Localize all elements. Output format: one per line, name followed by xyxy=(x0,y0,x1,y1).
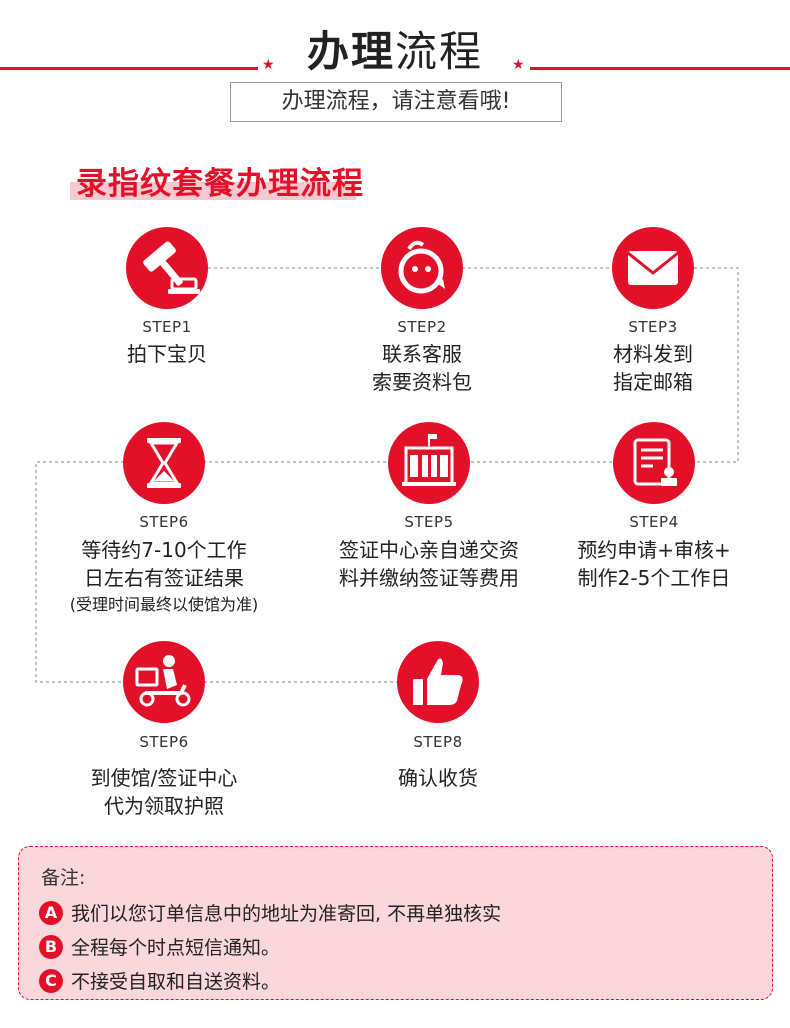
note-badge: A xyxy=(39,900,63,925)
step-text-line: 签证中心亲自递交资 xyxy=(339,538,519,562)
step-description: 拍下宝贝 xyxy=(37,340,297,368)
step-description: 确认收货 xyxy=(308,764,568,792)
step-text-line: 代为领取护照 xyxy=(104,794,224,818)
step-text-note: (受理时间最终以使馆为准) xyxy=(69,595,259,614)
page-subtitle: 办理流程，请注意看哦! xyxy=(230,82,562,122)
note-badge: C xyxy=(39,968,63,993)
page-title-bold: 办理 xyxy=(306,27,395,76)
building-icon xyxy=(388,422,470,504)
star-icon: ★ xyxy=(262,57,275,73)
step-label: STEP1 xyxy=(142,318,192,336)
step-label: STEP8 xyxy=(413,733,463,751)
step-text-line: 联系客服 xyxy=(382,342,462,366)
step-text-line: 制作2-5个工作日 xyxy=(577,566,731,590)
thumbs-up-icon xyxy=(397,641,479,723)
step-label: STEP5 xyxy=(404,513,454,531)
header-line-right xyxy=(530,67,790,70)
step-text-line: 等待约7-10个工作 xyxy=(81,538,247,562)
step-text-line: 日左右有签证结果 xyxy=(84,566,244,590)
step-label: STEP3 xyxy=(628,318,678,336)
step-text-line: 确认收货 xyxy=(398,766,478,790)
envelope-icon xyxy=(612,227,694,309)
step-text-line: 料并缴纳签证等费用 xyxy=(339,566,519,590)
note-badge: B xyxy=(39,934,63,959)
section-title: 录指纹套餐办理流程 xyxy=(76,166,364,202)
auction-hammer-icon xyxy=(126,227,208,309)
notes-title: 备注: xyxy=(41,867,86,889)
note-text: 我们以您订单信息中的地址为准寄回, 不再单独核实 xyxy=(71,903,502,925)
page-title-rest: 流程 xyxy=(395,27,484,76)
hourglass-icon xyxy=(123,422,205,504)
step-text-line: 拍下宝贝 xyxy=(127,342,207,366)
note-item: B 全程每个时点短信通知。 xyxy=(39,933,280,960)
note-item: A 我们以您订单信息中的地址为准寄回, 不再单独核实 xyxy=(39,899,501,926)
step-label: STEP6 xyxy=(139,513,189,531)
note-text: 不接受自取和自送资料。 xyxy=(71,971,281,993)
step-text-line: 预约申请+审核+ xyxy=(577,538,731,562)
step-label: STEP2 xyxy=(397,318,447,336)
header-line-left xyxy=(0,67,258,70)
step-description: 签证中心亲自递交资 料并缴纳签证等费用 xyxy=(299,536,559,592)
star-icon: ★ xyxy=(512,57,525,73)
step-text-line: 指定邮箱 xyxy=(613,370,693,394)
chat-bubble-icon xyxy=(381,227,463,309)
note-item: C 不接受自取和自送资料。 xyxy=(39,967,280,994)
delivery-scooter-icon xyxy=(123,641,205,723)
step-text-line: 到使馆/签证中心 xyxy=(90,766,238,790)
section-title-highlight xyxy=(70,182,356,200)
page-title: 办理流程 xyxy=(0,18,790,79)
step-label: STEP4 xyxy=(629,513,679,531)
step-description: 等待约7-10个工作 日左右有签证结果 (受理时间最终以使馆为准) xyxy=(34,536,294,618)
step-text-line: 材料发到 xyxy=(613,342,693,366)
step-label: STEP6 xyxy=(139,733,189,751)
note-text: 全程每个时点短信通知。 xyxy=(71,937,281,959)
document-stamp-icon xyxy=(613,422,695,504)
step-description: 材料发到 指定邮箱 xyxy=(523,340,783,396)
step-description: 到使馆/签证中心 代为领取护照 xyxy=(34,764,294,820)
step-description: 联系客服 索要资料包 xyxy=(292,340,552,396)
notes-box: 备注: A 我们以您订单信息中的地址为准寄回, 不再单独核实 B 全程每个时点短… xyxy=(18,846,773,1000)
step-description: 预约申请+审核+ 制作2-5个工作日 xyxy=(524,536,784,592)
step-text-line: 索要资料包 xyxy=(372,370,472,394)
